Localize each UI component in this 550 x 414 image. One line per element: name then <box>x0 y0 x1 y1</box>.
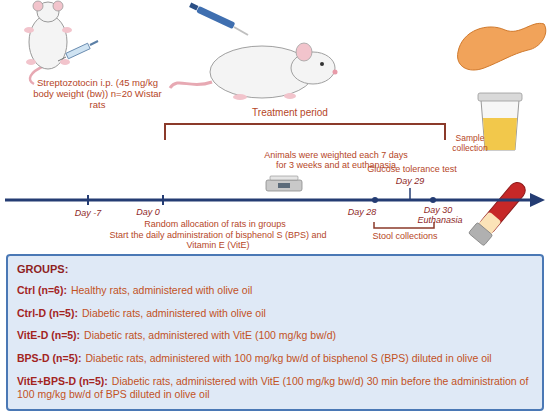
day-label: Day 30 <box>418 205 458 215</box>
group-name: BPS-D (n=5): <box>17 352 81 364</box>
period-label: Treatment period <box>235 107 345 119</box>
pipette-tip <box>234 27 248 35</box>
cup-lid <box>478 93 522 101</box>
treatment-bracket <box>165 124 445 140</box>
group-name: VitE+BPS-D (n=5): <box>17 375 108 387</box>
group-name: VitE-D (n=5): <box>17 329 80 341</box>
cup-body <box>481 100 519 150</box>
day-label: Day 0 <box>128 207 168 217</box>
weighing-scale <box>266 176 302 191</box>
event-label: Euthanasia <box>410 215 470 225</box>
group-row: VitE-D (n=5): Diabetic rats, administered… <box>17 329 533 343</box>
group-name: Ctrl (n=6): <box>17 284 67 296</box>
pancreas <box>458 23 546 70</box>
syringe <box>58 41 98 61</box>
pipette-button <box>189 2 198 10</box>
pipette-body <box>196 6 235 29</box>
day-tick <box>372 197 378 203</box>
groups-box: GROUPS: Ctrl (n=6): Healthy rats, administ… <box>6 254 544 411</box>
rat-ear <box>53 1 63 11</box>
rat-ear <box>33 1 43 11</box>
group-row: VitE+BPS-D (n=5):Diabetic rats, administ… <box>17 375 533 402</box>
group-name: Ctrl-D (n=5): <box>17 307 78 319</box>
rat-paw <box>62 27 72 33</box>
timeline-note: Random allocation of rats in groups <box>115 219 315 229</box>
syringe-needle <box>58 57 66 61</box>
timeline <box>5 199 532 202</box>
day-tick <box>162 195 164 205</box>
group-row: Ctrl (n=6): Healthy rats, administered wi… <box>17 284 533 298</box>
syringe-barrel <box>66 43 90 59</box>
day-tick <box>430 197 436 203</box>
rat-nose <box>333 70 338 75</box>
group-row: Ctrl-D (n=5): Diabetic rats, administered… <box>17 307 533 321</box>
day-label: Day 28 <box>342 207 382 217</box>
group-description: Diabetic rats, administered with olive o… <box>82 307 266 319</box>
group-description: Diabetic rats, administered with 100 mg/… <box>85 352 491 364</box>
day-tick <box>87 195 89 205</box>
rat-eye <box>320 62 324 66</box>
group-description: Diabetic rats, administered with VitE (1… <box>84 329 336 341</box>
rat-injected <box>24 1 72 84</box>
day-label: Day -7 <box>63 208 113 218</box>
rat-treated <box>170 43 338 100</box>
rat-paw <box>233 94 247 100</box>
rat-paw <box>24 27 34 33</box>
rat-tail <box>170 82 212 88</box>
scale-display <box>278 183 290 188</box>
scale-plate <box>270 176 298 180</box>
injection-note: Streptozotocin i.p. (45 mg/kg body weigh… <box>30 78 165 111</box>
rat-ear <box>296 43 312 61</box>
cup-urine <box>483 118 517 150</box>
day-tick <box>409 188 411 200</box>
tube-cap <box>468 222 492 246</box>
rat-paw <box>284 93 296 99</box>
stool-label: Stool collections <box>360 231 450 241</box>
test-label: Glucose tolerance test <box>362 164 462 174</box>
pipette <box>189 2 248 35</box>
day-label: Day 29 <box>390 176 430 186</box>
rat-paw <box>60 59 70 65</box>
group-description: Healthy rats, administered with olive oi… <box>71 284 253 296</box>
timeline-note: Start the daily administration of bisphe… <box>108 230 328 251</box>
groups-heading: GROUPS: <box>17 263 533 275</box>
sample-label: Sample collection <box>445 134 495 154</box>
timeline-arrowhead <box>530 193 545 207</box>
syringe-plunger <box>90 41 98 45</box>
rat-paw <box>26 59 36 65</box>
scale-base <box>266 180 302 191</box>
urine-cup <box>478 93 522 150</box>
group-row: BPS-D (n=5): Diabetic rats, administered … <box>17 352 533 366</box>
blood-tube <box>468 178 530 246</box>
